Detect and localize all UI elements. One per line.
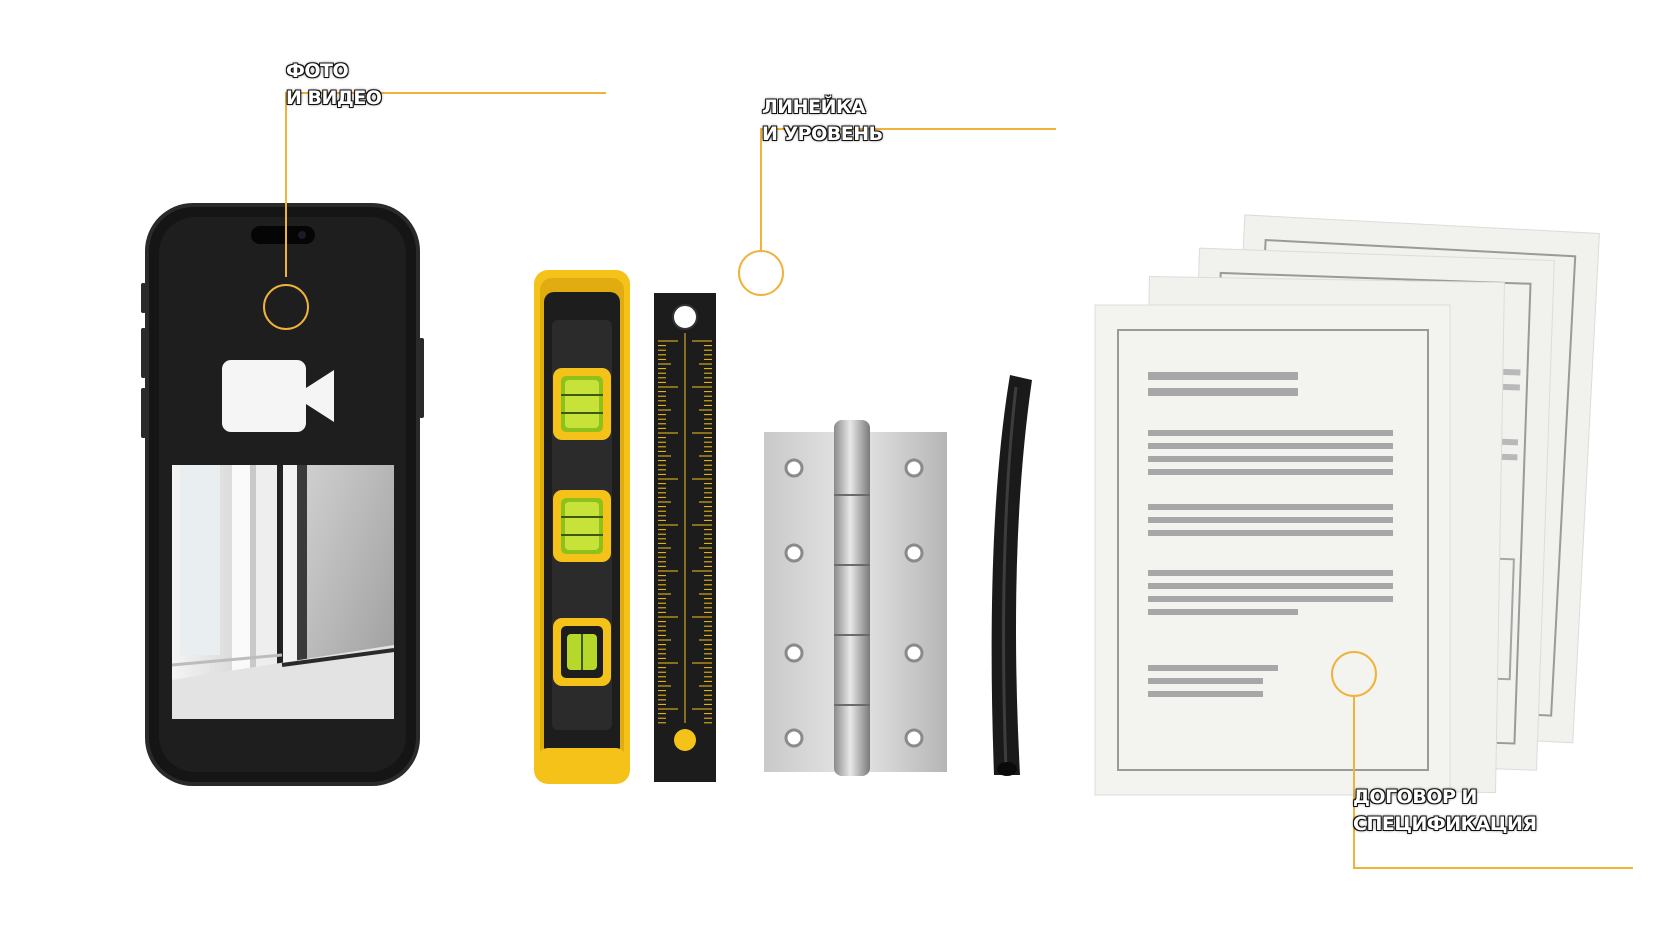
photo-callout-line2: и видео xyxy=(286,87,382,109)
photo-callout-marker xyxy=(263,284,309,330)
contract-callout-marker xyxy=(1331,651,1377,697)
window-photo-preview xyxy=(171,465,395,719)
ruler-ticks xyxy=(658,333,712,724)
spirit-level-illustration xyxy=(534,270,630,784)
contract-callout-vertical-line xyxy=(1353,697,1355,869)
ruler-callout-horizontal-line xyxy=(762,128,1056,130)
door-hinge-illustration xyxy=(764,420,947,776)
photo-callout-line1: Фото xyxy=(286,60,349,82)
photo-callout-horizontal-line xyxy=(286,92,606,94)
paper-stack xyxy=(1094,214,1600,796)
contract-callout-horizontal-line xyxy=(1353,867,1633,869)
video-camera-icon xyxy=(222,360,334,432)
contract-callout-label: Договор и спецификация xyxy=(1353,784,1537,838)
ruler-callout-line1: Линейка xyxy=(762,96,866,118)
ruler-callout-marker xyxy=(738,250,784,296)
ruler-callout-label: Линейка и уровень xyxy=(762,94,883,148)
phone-illustration xyxy=(141,203,424,786)
photo-callout-vertical-line xyxy=(285,92,287,277)
photo-callout-label: Фото и видео xyxy=(286,58,382,112)
rubber-seal-illustration xyxy=(991,375,1032,776)
contract-callout-line1: Договор и xyxy=(1353,786,1477,808)
ruler-callout-vertical-line xyxy=(760,128,762,250)
ruler-callout-line2: и уровень xyxy=(762,123,883,145)
ruler-illustration xyxy=(654,293,716,782)
contract-callout-line2: спецификация xyxy=(1353,813,1537,835)
documents-illustration xyxy=(1090,214,1600,796)
